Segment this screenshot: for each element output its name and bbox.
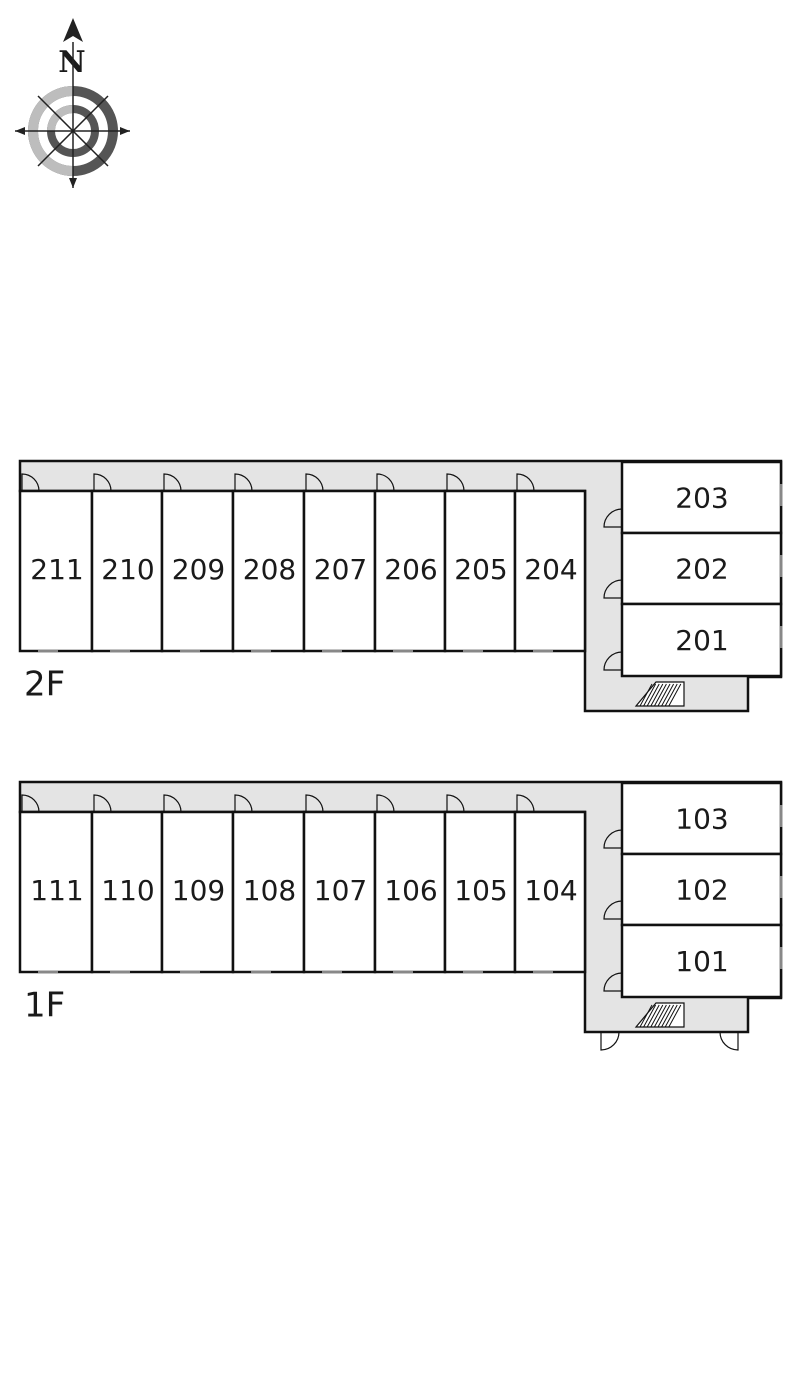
door-swing-icon — [234, 473, 253, 492]
door-swing-icon — [516, 794, 535, 813]
door-swing-icon — [603, 900, 623, 920]
room-104 — [513, 810, 587, 974]
north-label: N — [58, 45, 85, 80]
room-204 — [513, 489, 587, 653]
room-label-204: 204 — [524, 553, 577, 586]
entrance-door-icon — [719, 1031, 739, 1051]
door-swing-icon — [163, 473, 182, 492]
floor-label-2F: 2F — [24, 665, 65, 705]
north-arrow-icon — [63, 18, 83, 42]
door-swing-icon — [93, 794, 112, 813]
room-label-109: 109 — [172, 874, 225, 907]
door-swing-icon — [516, 473, 535, 492]
room-203 — [620, 460, 783, 535]
floor-2F: 211 210 209 208 207 206 205 204 203 202 201 2F — [18, 459, 783, 713]
room-label-208: 208 — [243, 553, 296, 586]
floor-1F: 111 110 109 108 107 106 105 104 103 102 101 1F — [18, 780, 783, 1051]
room-label-107: 107 — [314, 874, 367, 907]
room-label-210: 210 — [101, 553, 154, 586]
room-206 — [373, 489, 447, 653]
room-label-202: 202 — [675, 553, 728, 586]
room-label-111: 111 — [30, 874, 83, 907]
door-swing-icon — [21, 473, 40, 492]
room-107 — [302, 810, 377, 974]
door-swing-icon — [603, 972, 623, 992]
door-swing-icon — [93, 473, 112, 492]
room-label-108: 108 — [243, 874, 296, 907]
room-label-206: 206 — [384, 553, 437, 586]
door-swing-icon — [603, 829, 623, 849]
room-label-106: 106 — [384, 874, 437, 907]
door-swing-icon — [446, 794, 465, 813]
door-swing-icon — [376, 794, 395, 813]
entrance-door-icon — [600, 1031, 620, 1051]
room-label-201: 201 — [675, 624, 728, 657]
door-swing-icon — [603, 508, 623, 528]
room-101 — [620, 923, 783, 999]
staircase-icon — [634, 681, 685, 707]
door-swing-icon — [376, 473, 395, 492]
door-swing-icon — [603, 651, 623, 671]
door-swing-icon — [603, 579, 623, 599]
room-111 — [18, 810, 94, 974]
room-label-207: 207 — [314, 553, 367, 586]
door-swing-icon — [305, 794, 324, 813]
room-label-209: 209 — [172, 553, 225, 586]
door-swing-icon — [234, 794, 253, 813]
room-label-103: 103 — [675, 803, 728, 836]
door-swing-icon — [21, 794, 40, 813]
room-110 — [90, 810, 164, 974]
door-swing-icon — [446, 473, 465, 492]
room-label-211: 211 — [30, 553, 83, 586]
floor-label-1F: 1F — [24, 986, 65, 1026]
room-label-110: 110 — [101, 874, 154, 907]
room-label-104: 104 — [524, 874, 577, 907]
room-label-102: 102 — [675, 874, 728, 907]
staircase-icon — [634, 1002, 685, 1028]
room-label-205: 205 — [454, 553, 507, 586]
room-109 — [160, 810, 235, 974]
compass-rose-icon: N — [15, 18, 130, 188]
door-swing-icon — [305, 473, 324, 492]
door-swing-icon — [163, 794, 182, 813]
room-label-101: 101 — [675, 945, 728, 978]
room-208 — [231, 489, 306, 653]
room-label-105: 105 — [454, 874, 507, 907]
room-201 — [620, 602, 783, 678]
room-102 — [620, 852, 783, 927]
room-label-203: 203 — [675, 482, 728, 515]
room-106 — [373, 810, 447, 974]
